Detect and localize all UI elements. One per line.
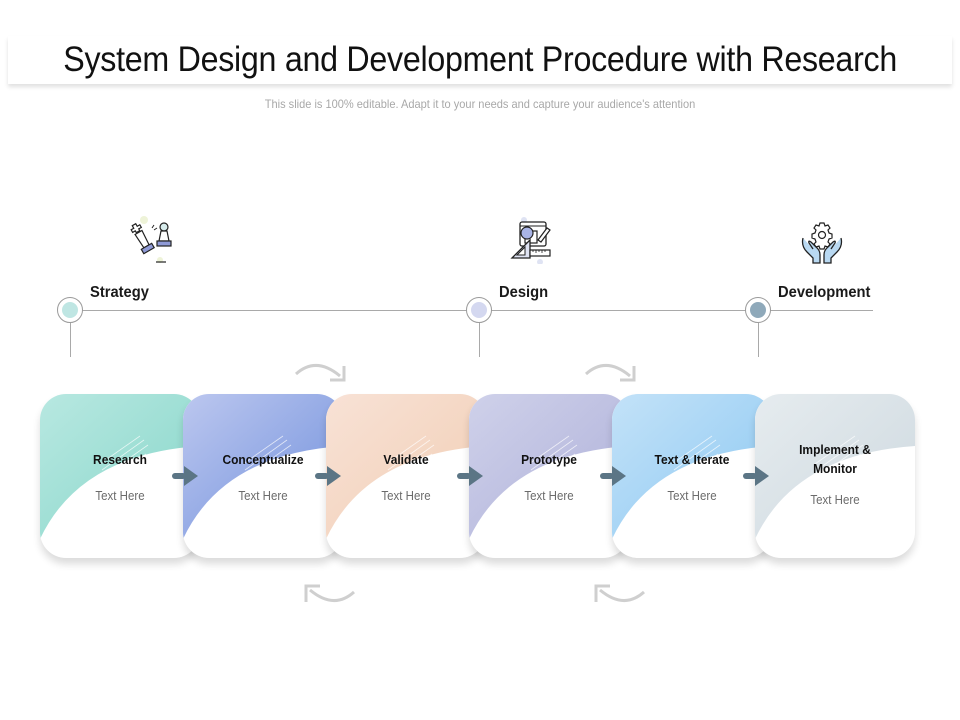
chess-pieces-icon (130, 216, 172, 263)
phase-label-development: Development (778, 284, 871, 301)
card-text: Text Here (95, 489, 145, 503)
cycle-arrow-icon (584, 364, 636, 382)
node-dot (750, 302, 766, 318)
card-title: Prototype (521, 452, 577, 467)
card-title: Validate (383, 452, 429, 467)
step-card-implement-monitor: Implement & Monitor Text Here (755, 394, 915, 558)
card-title: Research (93, 452, 147, 467)
card-title-line-1: Implement & (799, 442, 871, 457)
timeline-node-development (745, 297, 771, 323)
page-title: System Design and Development Procedure … (63, 40, 897, 79)
arrow-right-icon (172, 466, 198, 486)
card-background (612, 394, 772, 539)
card-text: Text Here (810, 493, 860, 507)
cycle-arrow-icon (294, 364, 346, 382)
card-background (755, 394, 915, 539)
title-bar: System Design and Development Procedure … (8, 36, 952, 84)
card-title: Text & Iterate (654, 452, 730, 467)
card-title-line-2: Monitor (813, 461, 857, 476)
subtitle: This slide is 100% editable. Adapt it to… (264, 97, 696, 111)
arrow-right-icon (457, 466, 483, 486)
arrow-right-icon (743, 466, 769, 486)
timeline-connector (70, 323, 71, 357)
timeline-node-strategy (57, 297, 83, 323)
card-title: Conceptualize (222, 452, 304, 467)
node-dot (471, 302, 487, 318)
card-text: Text Here (524, 489, 574, 503)
card-background (326, 394, 486, 539)
card-text: Text Here (667, 489, 717, 503)
arrow-right-icon (600, 466, 626, 486)
phase-label-strategy: Strategy (90, 284, 149, 301)
card-text: Text Here (238, 489, 288, 503)
card-text: Text Here (381, 489, 431, 503)
timeline-connector (758, 323, 759, 357)
timeline-node-design (466, 297, 492, 323)
cycle-arrow-icon (304, 584, 356, 602)
design-tools-icon (510, 217, 551, 264)
arrow-right-icon (315, 466, 341, 486)
phase-label-design: Design (499, 284, 549, 301)
node-dot (62, 302, 78, 318)
card-background (40, 394, 200, 539)
card-background (469, 394, 629, 539)
hands-gear-icon (801, 222, 843, 264)
card-background (183, 394, 343, 539)
timeline-connector (479, 323, 480, 357)
cycle-arrow-icon (594, 584, 646, 602)
